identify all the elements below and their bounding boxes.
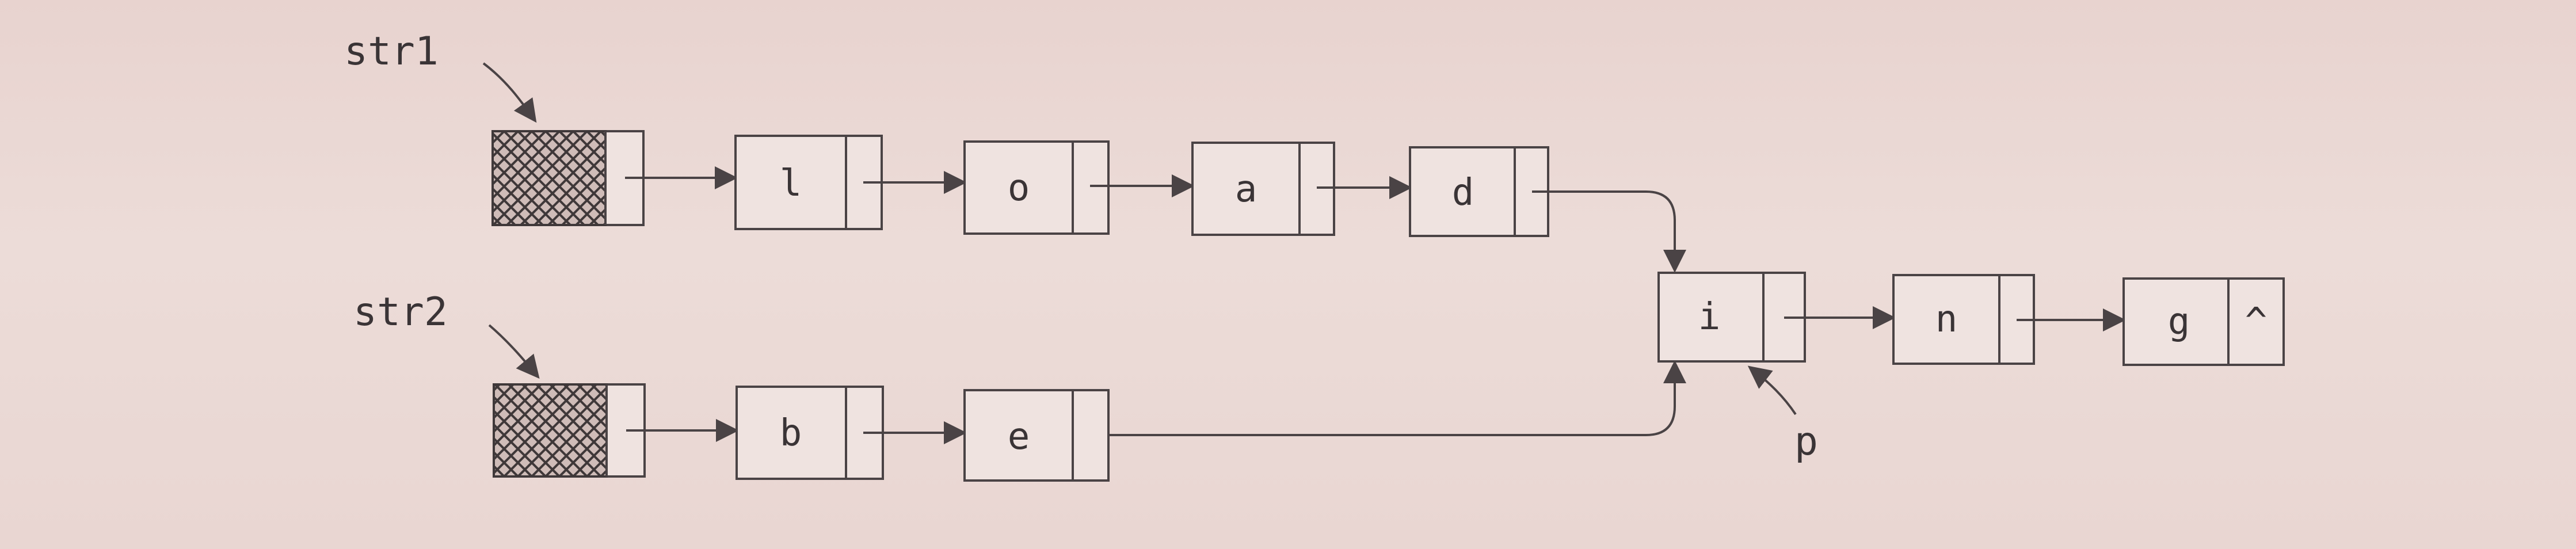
list1-head-node: [491, 130, 645, 226]
pointer-label-str1: str1: [344, 29, 439, 74]
list1-to-shared-edge: [1532, 190, 1686, 273]
pointer-label-str2: str2: [353, 289, 448, 335]
pointer-label-p: p: [1794, 419, 1818, 464]
node-value: l: [780, 162, 802, 205]
list1-node-3: d: [1409, 146, 1549, 237]
list1-node-1: o: [963, 140, 1110, 235]
node-value: g: [2168, 300, 2190, 343]
node-value: a: [1235, 168, 1257, 211]
list1-node-2: a: [1191, 142, 1335, 236]
node-value: e: [1008, 415, 1030, 458]
list1-node-0: l: [734, 135, 883, 230]
list2-to-shared-edge: [1108, 360, 1686, 436]
str2-arrow: [488, 324, 540, 379]
list2-node-1: e: [963, 389, 1110, 482]
shared-node-0: i: [1657, 272, 1806, 363]
str1-arrow: [482, 62, 537, 123]
node-value: d: [1452, 171, 1474, 214]
head-data-hatch: [491, 130, 607, 226]
node-value: o: [1008, 167, 1030, 209]
node-value: i: [1698, 296, 1721, 338]
shared-node-2: g ^: [2122, 277, 2285, 366]
null-pointer-marker: ^: [2245, 300, 2268, 343]
p-arrow: [1747, 365, 1797, 415]
shared-node-1: n: [1892, 274, 2035, 365]
head-data-hatch: [493, 383, 608, 478]
list2-head-node: [493, 383, 646, 478]
node-value: n: [1935, 298, 1958, 341]
node-value: b: [780, 412, 802, 455]
list2-node-0: b: [736, 386, 884, 480]
